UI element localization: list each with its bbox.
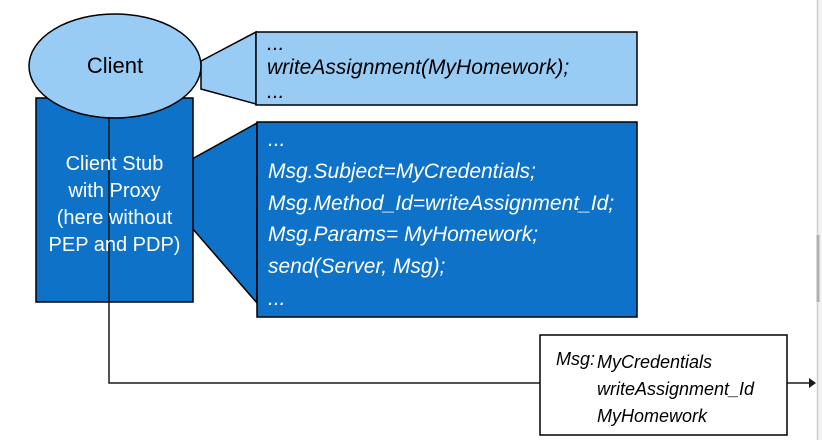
message-value: MyHomework (597, 406, 708, 426)
client-label: Client (86, 53, 144, 78)
scrollbar-track[interactable] (818, 0, 822, 440)
client-stub-line: with Proxy (68, 180, 161, 202)
client-ellipse (28, 13, 202, 119)
call-callout-box (255, 31, 638, 106)
message-value: writeAssignment_Id (597, 379, 755, 399)
client-stub-line: PEP and PDP) (48, 234, 181, 256)
code-line: ... (268, 286, 286, 310)
message-value: MyCredentials (597, 352, 713, 372)
code-line: send(Server, Msg); (268, 255, 446, 279)
code-line: ... (267, 32, 285, 55)
stub-code: ... Msg.Subject=MyCredentials; Msg.Metho… (268, 124, 614, 315)
arrowhead-icon (809, 378, 816, 388)
message-box (539, 334, 788, 436)
scrollbar-thumb[interactable] (816, 235, 820, 302)
code-line: writeAssignment(MyHomework); (267, 56, 570, 79)
connector-line (108, 116, 540, 384)
code-line: ... (267, 80, 285, 103)
client-stub-line: Client Stub (65, 153, 164, 175)
client-stub-line: (here without (56, 207, 173, 229)
code-line: Msg.Subject=MyCredentials; (268, 159, 536, 183)
code-line: Msg.Method_Id=writeAssignment_Id; (268, 191, 615, 215)
message-label: Msg: (556, 349, 596, 369)
stub-callout-pointer (191, 121, 258, 306)
client-stub-box (35, 97, 194, 303)
message-values: MyCredentials writeAssignment_Id MyHomew… (597, 349, 754, 430)
call-callout-pointer (200, 30, 257, 105)
stub-callout-box (256, 121, 638, 318)
code-line: ... (268, 128, 286, 151)
client-stub-label: Client Stub with Proxy (here without PEP… (36, 151, 193, 259)
code-line: Msg.Params= MyHomework; (268, 223, 539, 247)
call-code: ... writeAssignment(MyHomework); ... (267, 32, 569, 104)
